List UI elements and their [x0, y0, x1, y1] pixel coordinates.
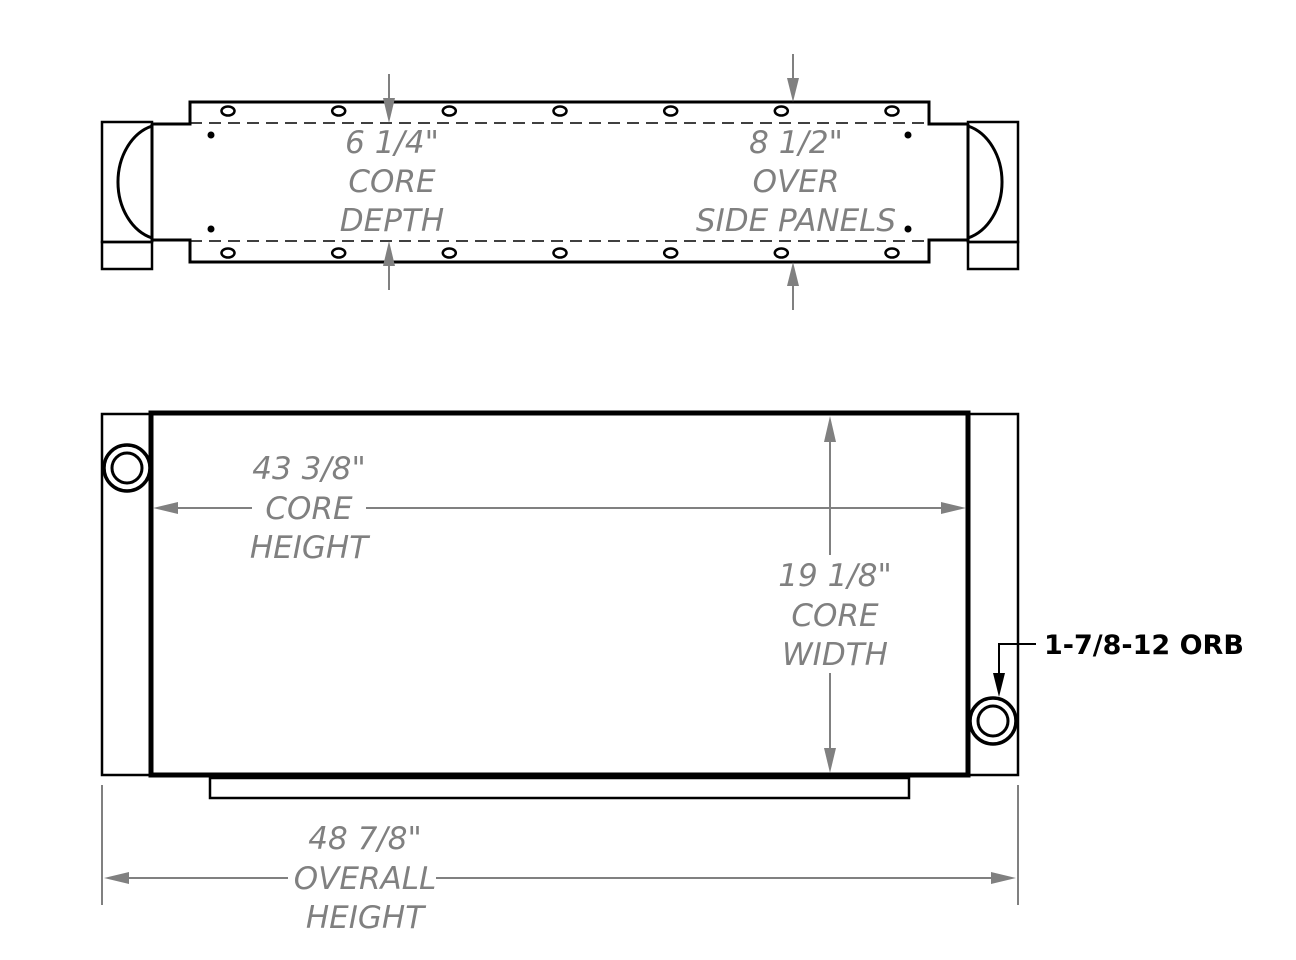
- top-side-panel: [152, 100, 968, 126]
- rivet-dot: [904, 131, 912, 139]
- arrow-left-icon: [104, 872, 129, 884]
- dimension-core-depth: 6 1/4" CORE DEPTH: [340, 74, 444, 290]
- dimension-overall-height: 48 7/8" OVERALL HEIGHT: [101, 785, 1019, 936]
- dimension-label: OVERALL: [294, 861, 436, 897]
- arrow-down-icon: [824, 748, 836, 773]
- dimension-value: 48 7/8": [308, 821, 421, 857]
- mounting-slot: [773, 105, 790, 117]
- right-tank-body: [966, 120, 1020, 244]
- right-tank-foot: [966, 240, 1020, 271]
- leader-line: [998, 643, 1036, 675]
- dimension-label: CORE: [265, 491, 353, 527]
- mounting-slot: [884, 105, 900, 117]
- mounting-slot: [662, 247, 679, 259]
- port-bore: [976, 704, 1010, 738]
- left-tank-foot: [100, 240, 154, 271]
- mounting-slot: [441, 105, 458, 117]
- mounting-slot: [441, 247, 458, 259]
- dimension-label: OVER: [753, 164, 840, 200]
- dimension-label: CORE: [348, 164, 436, 200]
- mounting-slot: [330, 105, 347, 117]
- dimension-label: SIDE PANELS: [696, 203, 896, 239]
- arrow-down-icon: [383, 98, 395, 123]
- outlet-port: [968, 696, 1018, 746]
- port-callout-label: 1-7/8-12 ORB: [1044, 630, 1244, 661]
- dimension-label: HEIGHT: [306, 900, 426, 936]
- rivet-dot: [207, 131, 215, 139]
- right-tank-dome: [967, 124, 1004, 240]
- arrow-up-icon: [787, 262, 799, 286]
- dimension-label: HEIGHT: [250, 530, 370, 566]
- top-view: 6 1/4" CORE DEPTH 8 1/2" OVER SIDE PANEL…: [100, 54, 1020, 310]
- rivet-dot: [904, 225, 912, 233]
- mounting-slot: [220, 105, 236, 117]
- mounting-slot: [884, 247, 900, 259]
- mounting-slots: [220, 105, 900, 259]
- left-tank-top: [100, 120, 154, 271]
- dimension-value: 19 1/8": [778, 558, 891, 594]
- dimension-label: CORE: [791, 598, 879, 634]
- port-callout: 1-7/8-12 ORB: [993, 630, 1244, 697]
- arrow-down-icon: [787, 78, 799, 102]
- arrow-up-icon: [824, 416, 836, 442]
- arrow-left-icon: [153, 502, 178, 514]
- dimension-value: 8 1/2": [749, 125, 843, 161]
- dimension-label: WIDTH: [782, 637, 888, 673]
- dimension-value: 6 1/4": [345, 125, 439, 161]
- left-tank-dome: [116, 124, 153, 240]
- dimension-core-width: 19 1/8" CORE WIDTH: [778, 416, 892, 773]
- rivet-dot: [207, 225, 215, 233]
- dimension-label: DEPTH: [340, 203, 444, 239]
- mounting-slot: [552, 247, 568, 259]
- dimension-value: 43 3/8": [252, 451, 365, 487]
- mounting-slot: [220, 247, 236, 259]
- dimension-core-height: 43 3/8" CORE HEIGHT: [153, 451, 966, 566]
- bottom-plate: [208, 776, 911, 800]
- bottom-side-panel: [152, 238, 968, 264]
- port-bore: [110, 451, 144, 485]
- right-tank-top: [966, 120, 1020, 271]
- left-tank-body: [100, 120, 154, 244]
- arrow-right-icon: [991, 872, 1016, 884]
- core: [148, 410, 971, 778]
- mounting-slot: [773, 247, 790, 259]
- arrow-up-icon: [383, 241, 395, 266]
- mounting-slot: [552, 105, 568, 117]
- front-view: 43 3/8" CORE HEIGHT 19 1/8" CORE WIDTH 1…: [100, 410, 1244, 936]
- dimension-over-side-panels: 8 1/2" OVER SIDE PANELS: [696, 54, 896, 310]
- arrow-right-icon: [941, 502, 966, 514]
- mounting-slot: [330, 247, 347, 259]
- mounting-slot: [662, 105, 679, 117]
- inlet-port: [102, 443, 152, 493]
- leader-arrow-icon: [993, 673, 1005, 697]
